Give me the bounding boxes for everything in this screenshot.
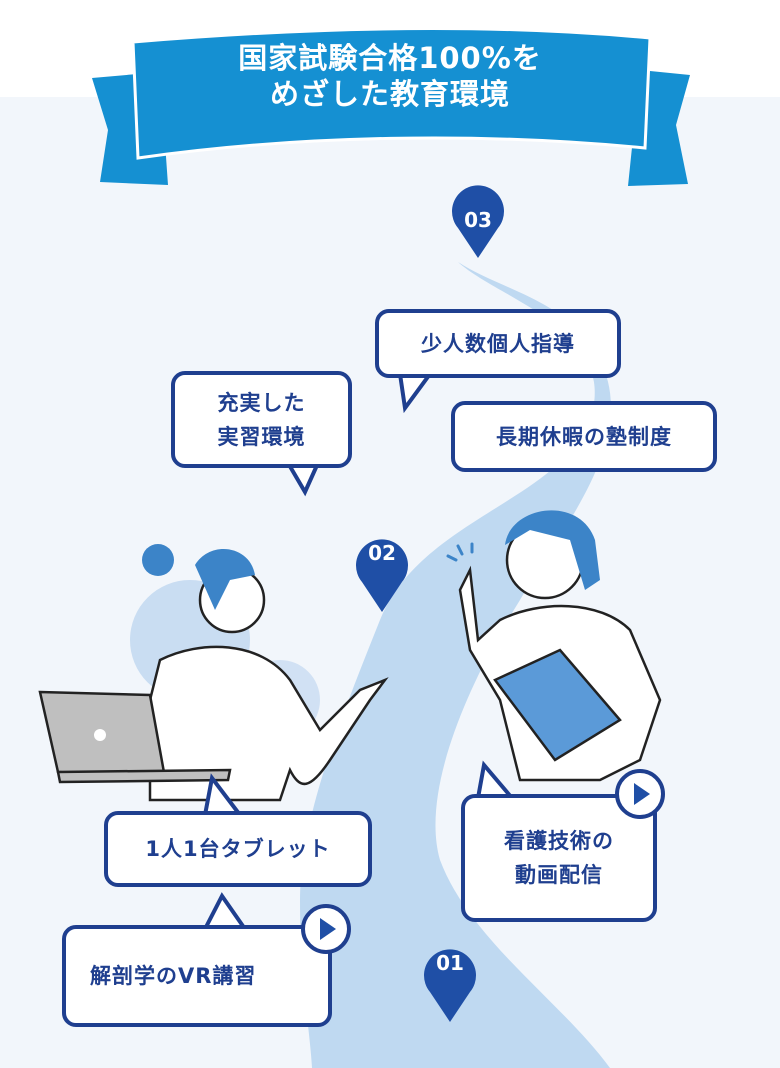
pin-02-icon — [356, 539, 408, 612]
title-line-2: めざした教育環境 — [269, 77, 510, 111]
bubble-tablet: 1人1台タブレット — [104, 811, 372, 887]
bubble-tail — [476, 760, 514, 800]
sparkle-icon — [446, 542, 474, 562]
pin-01-label: 01 — [436, 951, 464, 975]
play-icon[interactable] — [614, 768, 666, 820]
student-figure — [142, 544, 389, 802]
banner-main — [131, 26, 652, 160]
page-title: 国家試験合格100%を めざした教育環境 — [170, 40, 610, 112]
laptop-icon — [38, 690, 232, 784]
pin-03-label: 03 — [464, 208, 492, 232]
bubble-text: 充実した — [217, 390, 306, 415]
bubble-text: 実習環境 — [217, 424, 306, 449]
bubble-tail — [203, 773, 242, 817]
bubble-small-group: 少人数個人指導 — [375, 309, 621, 378]
bubble-text: 看護技術の — [504, 829, 614, 853]
bubble-video: 看護技術の動画配信 — [461, 794, 657, 922]
title-line-1: 国家試験合格100%を — [238, 41, 542, 75]
bubble-practice: 充実した実習環境 — [171, 371, 352, 468]
bubble-tail — [286, 461, 320, 497]
play-icon[interactable] — [300, 903, 352, 955]
bubble-text: 少人数個人指導 — [421, 331, 575, 356]
bubble-tail — [203, 892, 247, 931]
bubble-tail — [398, 372, 432, 414]
pin-01-icon — [424, 949, 476, 1022]
pin-02-label: 02 — [368, 541, 396, 565]
road-path — [300, 262, 611, 1068]
bubble-text: 長期休暇の塾制度 — [496, 424, 672, 449]
bubble-text: 1人1台タブレット — [145, 837, 331, 861]
bubble-holiday-school: 長期休暇の塾制度 — [451, 401, 717, 472]
bubble-text: 動画配信 — [515, 863, 603, 887]
nurse-figure — [458, 510, 662, 782]
bubble-text: 解剖学のVR講習 — [90, 964, 257, 988]
pin-03-icon — [452, 185, 505, 258]
bubble-vr: 解剖学のVR講習 — [62, 925, 332, 1027]
